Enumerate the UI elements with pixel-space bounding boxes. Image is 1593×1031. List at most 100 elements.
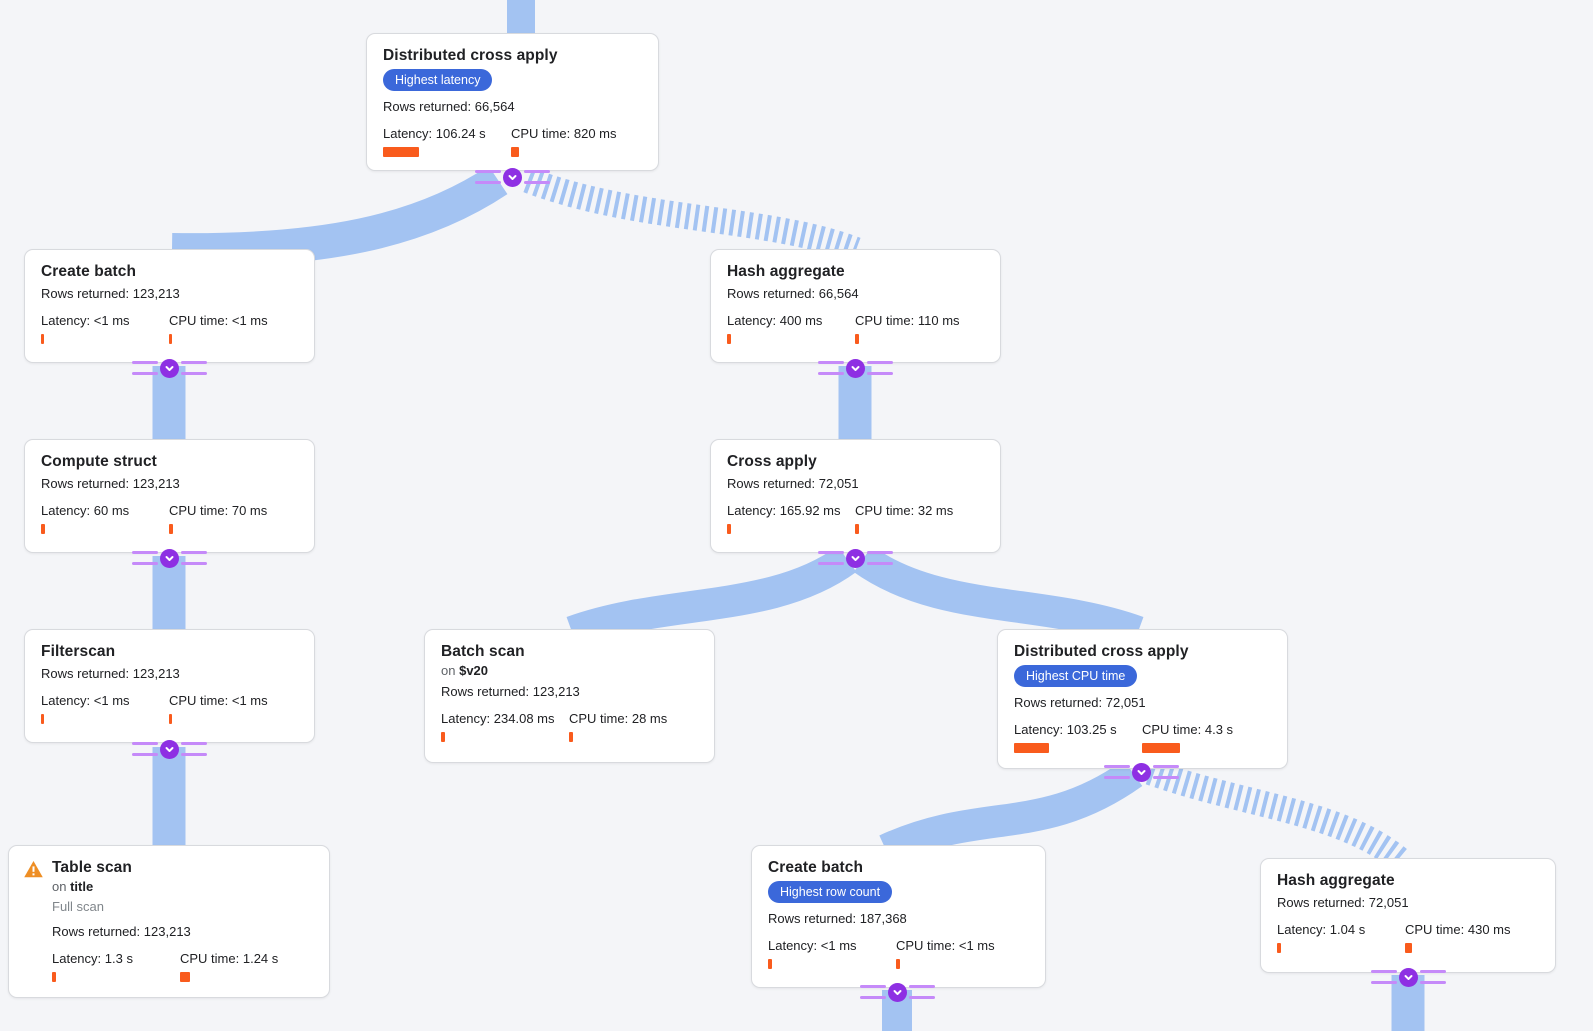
edge-cross-apply-to-dca-2 <box>853 545 1144 648</box>
plan-node-create-batch[interactable]: Create batch Rows returned: 123,213 Late… <box>24 249 315 363</box>
rows-returned: Rows returned: 66,564 <box>727 286 859 301</box>
latency-bar <box>41 334 44 344</box>
latency-metric: Latency: <1 ms <box>41 312 169 344</box>
collapse-toggle-create-batch[interactable] <box>130 358 208 378</box>
plan-node-hash-aggregate-2[interactable]: Hash aggregate Rows returned: 72,051 Lat… <box>1260 858 1556 973</box>
node-title: Create batch <box>41 263 137 280</box>
collapse-toggle-cross-apply[interactable] <box>816 548 894 568</box>
plan-node-hash-aggregate[interactable]: Hash aggregate Rows returned: 66,564 Lat… <box>710 249 1001 363</box>
cpu-time-bar <box>511 147 519 157</box>
rows-returned: Rows returned: 72,051 <box>1014 695 1146 710</box>
chevron-down-icon <box>845 548 865 568</box>
connector-stripes <box>908 985 935 999</box>
collapse-toggle-dca-2[interactable] <box>1102 762 1180 782</box>
rows-returned: Rows returned: 72,051 <box>1277 895 1409 910</box>
plan-node-table-scan[interactable]: Table scan on title Full scan Rows retur… <box>8 845 330 998</box>
rows-returned: Rows returned: 123,213 <box>41 286 180 301</box>
latency-metric: Latency: 400 ms <box>727 312 855 344</box>
node-title: Hash aggregate <box>727 263 845 280</box>
latency-bar <box>1277 943 1281 953</box>
cpu-time-bar <box>169 334 172 344</box>
scan-target: on title <box>52 879 94 894</box>
cpu-time-bar <box>1142 743 1180 753</box>
plan-node-cross-apply[interactable]: Cross apply Rows returned: 72,051 Latenc… <box>710 439 1001 553</box>
rows-returned: Rows returned: 123,213 <box>41 666 180 681</box>
latency-bar <box>768 959 772 969</box>
chevron-down-icon <box>159 739 179 759</box>
connector-stripes <box>523 170 550 184</box>
connector-stripes <box>866 361 893 375</box>
chevron-down-icon <box>845 358 865 378</box>
cpu-time-metric: CPU time: <1 ms <box>169 312 298 344</box>
connector-stripes <box>180 551 207 565</box>
cpu-time-metric: CPU time: 28 ms <box>569 710 698 742</box>
collapse-toggle-compute-struct[interactable] <box>130 548 208 568</box>
edge-dca-top-to-hash-aggregate <box>523 167 861 263</box>
cpu-time-bar <box>180 972 190 982</box>
cpu-time-metric: CPU time: 110 ms <box>855 312 984 344</box>
cpu-time-metric: CPU time: 4.3 s <box>1142 721 1271 753</box>
node-title: Table scan <box>52 859 132 876</box>
scan-target: on $v20 <box>441 663 489 678</box>
chevron-down-icon <box>159 358 179 378</box>
latency-metric: Latency: 234.08 ms <box>441 710 569 742</box>
cpu-time-metric: CPU time: 70 ms <box>169 502 298 534</box>
edge-dca-top-to-create-batch <box>171 165 508 268</box>
latency-bar <box>41 714 44 724</box>
collapse-toggle-filterscan[interactable] <box>130 739 208 759</box>
connector-stripes <box>1152 765 1179 779</box>
connector-stripes <box>817 361 844 375</box>
node-title: Batch scan <box>441 643 525 660</box>
cpu-time-metric: CPU time: 1.24 s <box>180 950 313 982</box>
cpu-time-bar <box>855 334 859 344</box>
latency-bar <box>727 334 731 344</box>
cpu-time-bar <box>855 524 859 534</box>
connector-stripes <box>131 742 158 756</box>
plan-node-filterscan[interactable]: Filterscan Rows returned: 123,213 Latenc… <box>24 629 315 743</box>
collapse-toggle-dca-top[interactable] <box>473 167 551 187</box>
connector-stripes <box>1103 765 1130 779</box>
connector-stripes <box>866 551 893 565</box>
highest-row-count-badge: Highest row count <box>768 881 893 903</box>
node-title: Filterscan <box>41 643 116 660</box>
collapse-toggle-hash-aggregate[interactable] <box>816 358 894 378</box>
plan-node-distributed-cross-apply-top[interactable]: Distributed cross apply Highest latency … <box>366 33 659 171</box>
rows-returned: Rows returned: 123,213 <box>441 684 580 699</box>
cpu-time-bar <box>1405 943 1412 953</box>
cpu-time-metric: CPU time: 820 ms <box>511 125 642 157</box>
rows-returned: Rows returned: 123,213 <box>41 476 180 491</box>
chevron-down-icon <box>502 167 522 187</box>
full-scan-warning-icon <box>24 861 43 878</box>
plan-node-compute-struct[interactable]: Compute struct Rows returned: 123,213 La… <box>24 439 315 553</box>
connector-stripes <box>131 551 158 565</box>
cpu-time-metric: CPU time: 430 ms <box>1405 921 1539 953</box>
chevron-down-icon <box>1131 762 1151 782</box>
collapse-toggle-hash-aggregate-2[interactable] <box>1369 967 1447 987</box>
latency-bar <box>441 732 445 742</box>
chevron-down-icon <box>887 982 907 1002</box>
rows-returned: Rows returned: 66,564 <box>383 99 515 114</box>
collapse-toggle-create-batch-2[interactable] <box>858 982 936 1002</box>
cpu-time-bar <box>569 732 573 742</box>
plan-node-batch-scan[interactable]: Batch scan on $v20 Rows returned: 123,21… <box>424 629 715 763</box>
plan-node-distributed-cross-apply-2[interactable]: Distributed cross apply Highest CPU time… <box>997 629 1288 769</box>
cpu-time-bar <box>169 714 172 724</box>
rows-returned: Rows returned: 72,051 <box>727 476 859 491</box>
connector-stripes <box>180 361 207 375</box>
node-title: Distributed cross apply <box>1014 643 1189 660</box>
cpu-time-metric: CPU time: <1 ms <box>169 692 298 724</box>
latency-metric: Latency: 60 ms <box>41 502 169 534</box>
latency-metric: Latency: 1.3 s <box>52 950 180 982</box>
latency-bar <box>727 524 731 534</box>
rows-returned: Rows returned: 123,213 <box>52 924 191 939</box>
plan-node-create-batch-2[interactable]: Create batch Highest row count Rows retu… <box>751 845 1046 988</box>
latency-bar <box>383 147 419 157</box>
node-title: Cross apply <box>727 453 817 470</box>
cpu-time-bar <box>169 524 173 534</box>
cpu-time-metric: CPU time: 32 ms <box>855 502 984 534</box>
node-title: Compute struct <box>41 453 157 470</box>
edge-dca-2-to-create-batch-2 <box>879 759 1143 865</box>
chevron-down-icon <box>1398 967 1418 987</box>
connector-stripes <box>131 361 158 375</box>
